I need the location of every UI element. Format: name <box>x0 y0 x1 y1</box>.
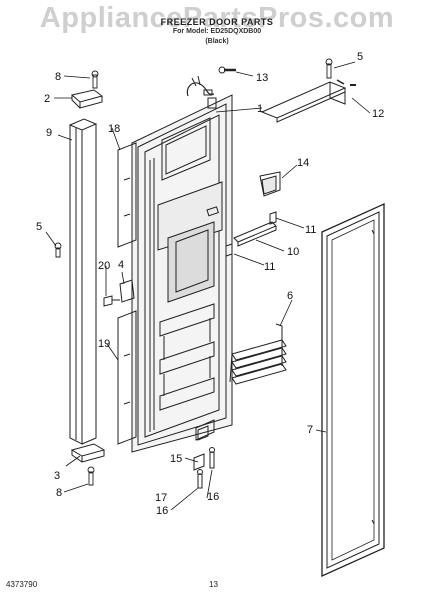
callout-10: 10 <box>287 246 299 258</box>
screws <box>54 58 356 486</box>
bottom-small-parts <box>193 425 215 489</box>
callout-1: 1 <box>257 103 263 115</box>
callout-16-right: 16 <box>207 491 219 503</box>
callout-4: 4 <box>118 259 124 271</box>
callout-11-lower: 11 <box>264 261 275 273</box>
callout-12: 12 <box>372 108 384 120</box>
callout-labels: 1 2 3 4 5 5 6 7 8 8 9 10 11 11 12 13 14 … <box>36 51 384 517</box>
callout-15: 15 <box>170 453 182 465</box>
diagram-title: FREEZER DOOR PARTS <box>160 17 274 27</box>
bracket-parts <box>225 211 277 257</box>
figure-code: 4373790 <box>6 580 38 589</box>
diagram-note: (Black) <box>205 38 229 45</box>
clip-parts <box>103 279 135 307</box>
tubing-coil <box>229 323 287 385</box>
callout-8-top: 8 <box>55 71 61 83</box>
callout-13: 13 <box>256 72 268 84</box>
callout-20: 20 <box>98 260 110 272</box>
diagram-subtitle: For Model: ED25DQXDB00 <box>172 28 262 35</box>
callout-6: 6 <box>287 290 293 302</box>
callout-7: 7 <box>307 424 313 436</box>
callout-8-bottom: 8 <box>56 487 62 499</box>
page-number: 13 <box>209 580 218 589</box>
watermark-logo: AppliancePartsPros.com <box>39 2 395 34</box>
callout-17: 17 <box>155 492 167 504</box>
callout-18: 18 <box>108 123 120 135</box>
callout-5-left: 5 <box>36 221 42 233</box>
glass-panels <box>117 142 137 445</box>
bottom-hinge <box>70 443 106 463</box>
callout-3: 3 <box>54 470 60 482</box>
top-hinge <box>70 89 104 109</box>
leader-lines <box>45 61 371 511</box>
callout-11-upper: 11 <box>305 224 316 236</box>
door-gasket <box>321 202 385 578</box>
callout-2: 2 <box>44 93 50 105</box>
top-trim <box>260 81 347 123</box>
door-liner <box>131 75 281 453</box>
callout-19: 19 <box>98 338 110 350</box>
callout-14: 14 <box>297 157 309 169</box>
left-trim-strip <box>68 118 98 445</box>
callout-5-top: 5 <box>357 51 363 63</box>
callout-16-left: 16 <box>156 505 168 517</box>
callout-9: 9 <box>46 127 52 139</box>
